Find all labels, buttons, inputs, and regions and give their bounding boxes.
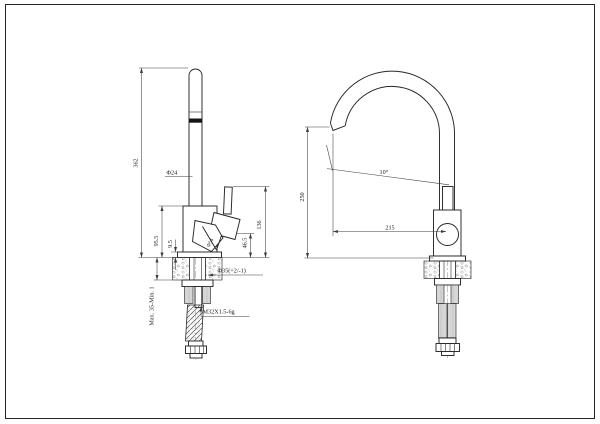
label-spout-diameter: Φ24 <box>167 170 178 177</box>
lock-nut <box>181 279 214 287</box>
spout-decor-band <box>189 118 202 123</box>
handle-rod-side <box>442 186 454 212</box>
spout-outlet-tip <box>329 122 346 132</box>
countertop-right-section <box>455 260 472 279</box>
label-valve-diameter: Φ54 <box>206 237 216 248</box>
side-view-dimensions: 250 10° 215 <box>299 126 450 259</box>
label-plate-thickness: 9.5 <box>167 240 174 248</box>
supply-nipple-right <box>202 286 211 304</box>
mounting-shank <box>189 257 206 280</box>
angle-tip-line <box>326 144 333 171</box>
gooseneck-inner <box>344 85 440 210</box>
label-body-height: 95.5 <box>153 236 160 247</box>
sheet-border <box>5 4 595 419</box>
supply-nipple-left <box>436 284 445 304</box>
handle-pivot-circle <box>436 223 459 246</box>
extension-lines <box>304 126 434 259</box>
countertop-left-section <box>423 260 440 279</box>
label-total-height: 362 <box>133 158 140 167</box>
angle-reference-line <box>326 168 450 186</box>
base-plate <box>177 251 222 258</box>
side-view: 250 10° 215 <box>299 70 472 360</box>
label-handle-height: 136 <box>256 220 263 229</box>
label-outlet-height: 250 <box>299 192 306 201</box>
base-plate-side <box>429 255 466 262</box>
threaded-tailpiece <box>194 286 203 308</box>
hose-end-fitting <box>435 337 460 356</box>
label-shank-thread: M32X1.5-6g <box>203 309 235 316</box>
label-reach: 215 <box>385 225 394 232</box>
supply-hose-right <box>447 303 457 339</box>
supply-nipple-left <box>184 286 194 304</box>
countertop-left-section <box>172 257 190 281</box>
label-mounting-range: Max. 35-Min. 1 <box>149 286 156 325</box>
supply-hose-left <box>438 303 448 339</box>
label-hole-diameter: Φ35(+2/-1) <box>218 268 246 275</box>
handle-rod <box>223 186 233 215</box>
front-view: 362 Φ24 95.5 9.5 Φ54 46.5 136 Max. 35-Mi… <box>133 67 270 360</box>
lock-nut-side <box>434 278 461 286</box>
front-view-dimensions: 362 Φ24 95.5 9.5 Φ54 46.5 136 Max. 35-Mi… <box>133 67 270 326</box>
supply-nipple-right <box>450 284 459 304</box>
mounting-shank-side <box>439 261 456 279</box>
label-handle-offset: 46.5 <box>242 238 249 249</box>
gooseneck-outer <box>329 70 455 210</box>
label-spout-angle: 10° <box>380 169 389 176</box>
valve-cover-facets <box>202 226 222 251</box>
spout-column <box>188 68 203 206</box>
hose-end-fitting <box>185 340 207 359</box>
